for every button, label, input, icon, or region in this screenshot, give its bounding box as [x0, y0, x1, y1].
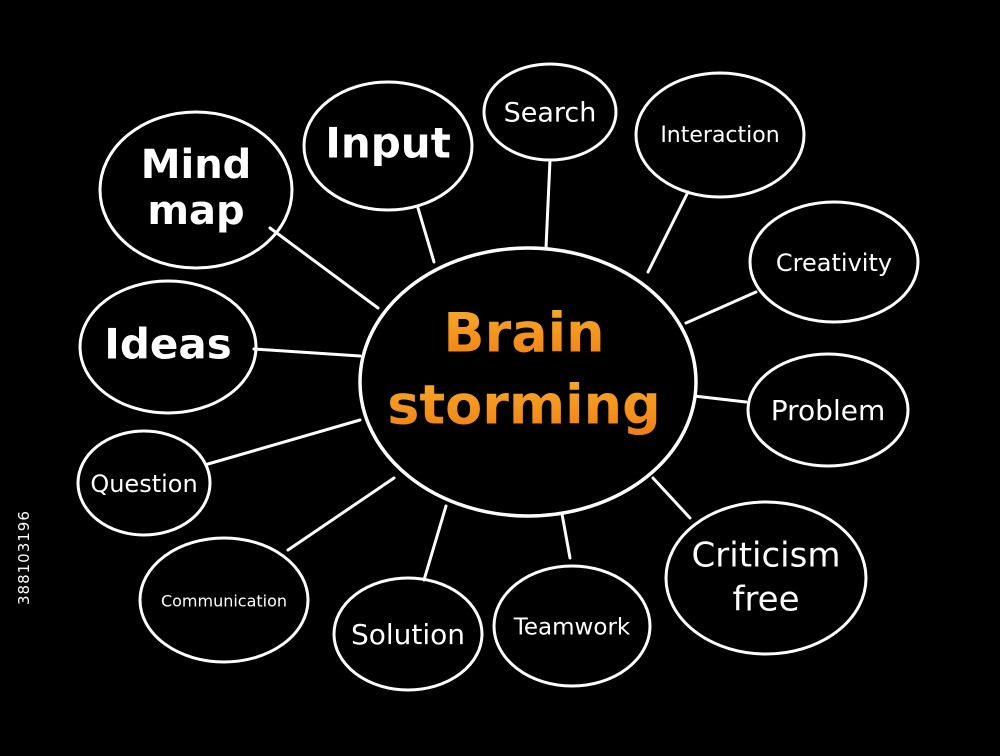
connector-lines [206, 158, 758, 582]
node-search-outline [482, 62, 618, 162]
connector-solution [422, 504, 448, 582]
node-solution-label: Solution [351, 618, 465, 651]
connector-teamwork [560, 512, 572, 560]
node-problem-outline [746, 352, 910, 468]
node-ideas-label: Ideas [104, 320, 232, 369]
node-communication-label: Communication [161, 592, 287, 611]
node-communication: Communication [138, 536, 310, 664]
stock-id: 388103196 [15, 510, 33, 605]
node-criticism-free-label-line2: free [732, 580, 799, 620]
connector-input [416, 206, 436, 264]
node-interaction-outline [634, 71, 806, 199]
node-criticism-free: Criticism free [664, 500, 868, 656]
node-creativity-label: Creativity [776, 249, 892, 277]
connector-problem [692, 394, 748, 404]
node-creativity-outline [748, 200, 920, 324]
node-solution-outline [332, 576, 484, 692]
node-input-outline [302, 80, 474, 212]
node-input: Input [302, 80, 474, 212]
connector-communication [286, 476, 396, 552]
node-search: Search [482, 62, 618, 162]
node-mind-map-label-line1: Mind [141, 142, 252, 188]
node-mind-map: Mind map [98, 110, 294, 270]
node-solution: Solution [332, 576, 484, 692]
connector-ideas [252, 347, 362, 358]
node-question: Question [76, 429, 212, 537]
connector-question [206, 418, 362, 466]
connector-criticism-free [651, 476, 692, 520]
node-creativity: Creativity [748, 200, 920, 324]
connector-creativity [684, 290, 758, 325]
node-teamwork: Teamwork [492, 564, 652, 688]
node-question-label: Question [90, 470, 197, 498]
node-question-outline [76, 429, 212, 537]
node-ideas-outline [78, 279, 258, 415]
node-problem: Problem [746, 352, 910, 468]
node-criticism-free-label-line1: Criticism [692, 536, 841, 576]
node-teamwork-label: Teamwork [513, 615, 631, 641]
node-criticism-free-outline [664, 500, 868, 656]
node-ideas: Ideas [78, 279, 258, 415]
node-communication-outline [138, 536, 310, 664]
node-search-label: Search [504, 98, 597, 129]
node-interaction-label: Interaction [660, 123, 779, 148]
node-mind-map-label-line2: map [147, 188, 244, 234]
node-input-label: Input [325, 119, 451, 168]
central-topic-outline [358, 246, 698, 518]
connector-interaction [646, 190, 690, 274]
connector-search [544, 158, 552, 250]
connector-mind-map [268, 226, 380, 310]
central-topic-line1: Brain [443, 302, 604, 365]
node-teamwork-outline [492, 564, 652, 688]
node-problem-label: Problem [771, 394, 885, 427]
central-topic: Brain storming [358, 246, 698, 518]
central-topic-line2: storming [387, 374, 661, 437]
node-interaction: Interaction [634, 71, 806, 199]
node-mind-map-outline [98, 110, 294, 270]
